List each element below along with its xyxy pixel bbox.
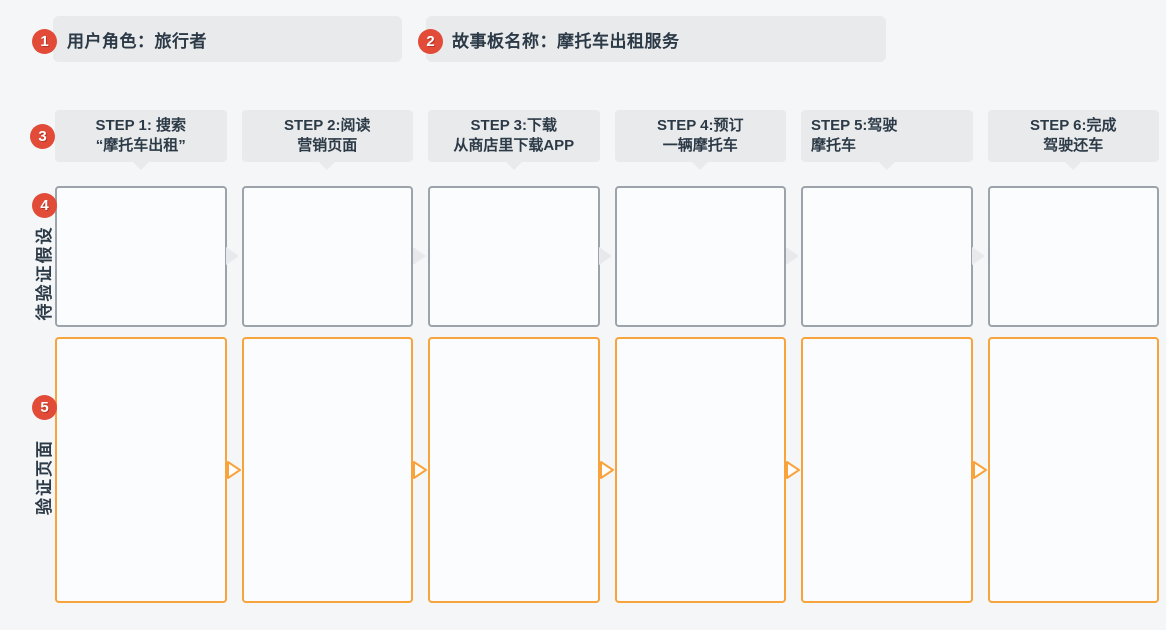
step-header-6: STEP 6:完成 驾驶还车 bbox=[987, 110, 1159, 170]
validation-card[interactable] bbox=[428, 337, 600, 603]
step-header-2: STEP 2:阅读 营销页面 bbox=[241, 110, 413, 170]
arrow-right-icon bbox=[973, 461, 987, 479]
step-3-line1: STEP 3:下载 bbox=[470, 117, 557, 134]
arrow-right-icon bbox=[226, 247, 239, 265]
user-role-label: 用户角色：旅行者 bbox=[67, 31, 207, 51]
annotation-badge-5: 5 bbox=[32, 395, 57, 420]
bubble-tail-icon bbox=[878, 162, 895, 170]
arrow-right-icon bbox=[786, 247, 799, 265]
storyboard-name-label: 故事板名称：摩托车出租服务 bbox=[452, 31, 680, 51]
bubble-tail-icon bbox=[1065, 162, 1082, 170]
storyboard-name-label-box: 故事板名称：摩托车出租服务 bbox=[426, 16, 886, 62]
user-role-label-box: 用户角色：旅行者 bbox=[53, 16, 402, 62]
arrow-right-icon bbox=[600, 461, 614, 479]
annotation-badge-2: 2 bbox=[418, 29, 443, 54]
step-1-line2: “摩托车出租” bbox=[95, 137, 186, 154]
validation-card[interactable] bbox=[614, 337, 786, 603]
validation-card[interactable] bbox=[987, 337, 1159, 603]
step-5-line2: 摩托车 bbox=[811, 137, 857, 154]
step-header-row: STEP 1: 搜索 “摩托车出租” STEP 2:阅读 营销页面 STEP 3… bbox=[55, 110, 1159, 170]
step-header-4: STEP 4:预订 一辆摩托车 bbox=[614, 110, 786, 170]
arrow-right-icon bbox=[413, 247, 426, 265]
annotation-badge-3: 3 bbox=[30, 124, 55, 149]
step-6-line2: 驾驶还车 bbox=[1043, 137, 1104, 154]
step-2-line2: 营销页面 bbox=[297, 137, 358, 154]
hypothesis-card[interactable] bbox=[241, 186, 413, 327]
step-header-5: STEP 5:驾驶 摩托车 bbox=[801, 110, 973, 170]
validation-row-label: 验证页面 bbox=[35, 439, 54, 515]
arrow-right-icon bbox=[227, 461, 241, 479]
step-2-line1: STEP 2:阅读 bbox=[284, 117, 371, 134]
validation-card[interactable] bbox=[801, 337, 973, 603]
hypothesis-card[interactable] bbox=[614, 186, 786, 327]
step-4-line1: STEP 4:预订 bbox=[657, 117, 744, 134]
hypothesis-card-row bbox=[55, 186, 1159, 327]
validation-card-row bbox=[55, 337, 1159, 603]
hypothesis-card[interactable] bbox=[801, 186, 973, 327]
step-5-line1: STEP 5:驾驶 bbox=[811, 117, 898, 134]
step-header-3: STEP 3:下载 从商店里下载APP bbox=[428, 110, 600, 170]
step-header-1: STEP 1: 搜索 “摩托车出租” bbox=[55, 110, 227, 170]
arrow-right-icon bbox=[599, 247, 612, 265]
annotation-badge-4: 4 bbox=[32, 193, 57, 218]
validation-card[interactable] bbox=[241, 337, 413, 603]
arrow-right-icon bbox=[972, 247, 985, 265]
annotation-badge-1: 1 bbox=[32, 29, 57, 54]
hypothesis-card[interactable] bbox=[55, 186, 227, 327]
arrow-right-icon bbox=[786, 461, 800, 479]
step-1-line1: STEP 1: 搜索 bbox=[95, 117, 187, 134]
step-3-line2: 从商店里下载APP bbox=[453, 137, 575, 154]
validation-card[interactable] bbox=[55, 337, 227, 603]
step-4-line2: 一辆摩托车 bbox=[662, 137, 738, 154]
arrow-right-icon bbox=[413, 461, 427, 479]
bubble-tail-icon bbox=[505, 162, 522, 170]
hypothesis-card[interactable] bbox=[428, 186, 600, 327]
step-6-line1: STEP 6:完成 bbox=[1030, 117, 1117, 134]
bubble-tail-icon bbox=[132, 162, 149, 170]
bubble-tail-icon bbox=[319, 162, 336, 170]
hypothesis-row-label: 待验证假设 bbox=[35, 225, 54, 321]
hypothesis-card[interactable] bbox=[987, 186, 1159, 327]
bubble-tail-icon bbox=[692, 162, 709, 170]
